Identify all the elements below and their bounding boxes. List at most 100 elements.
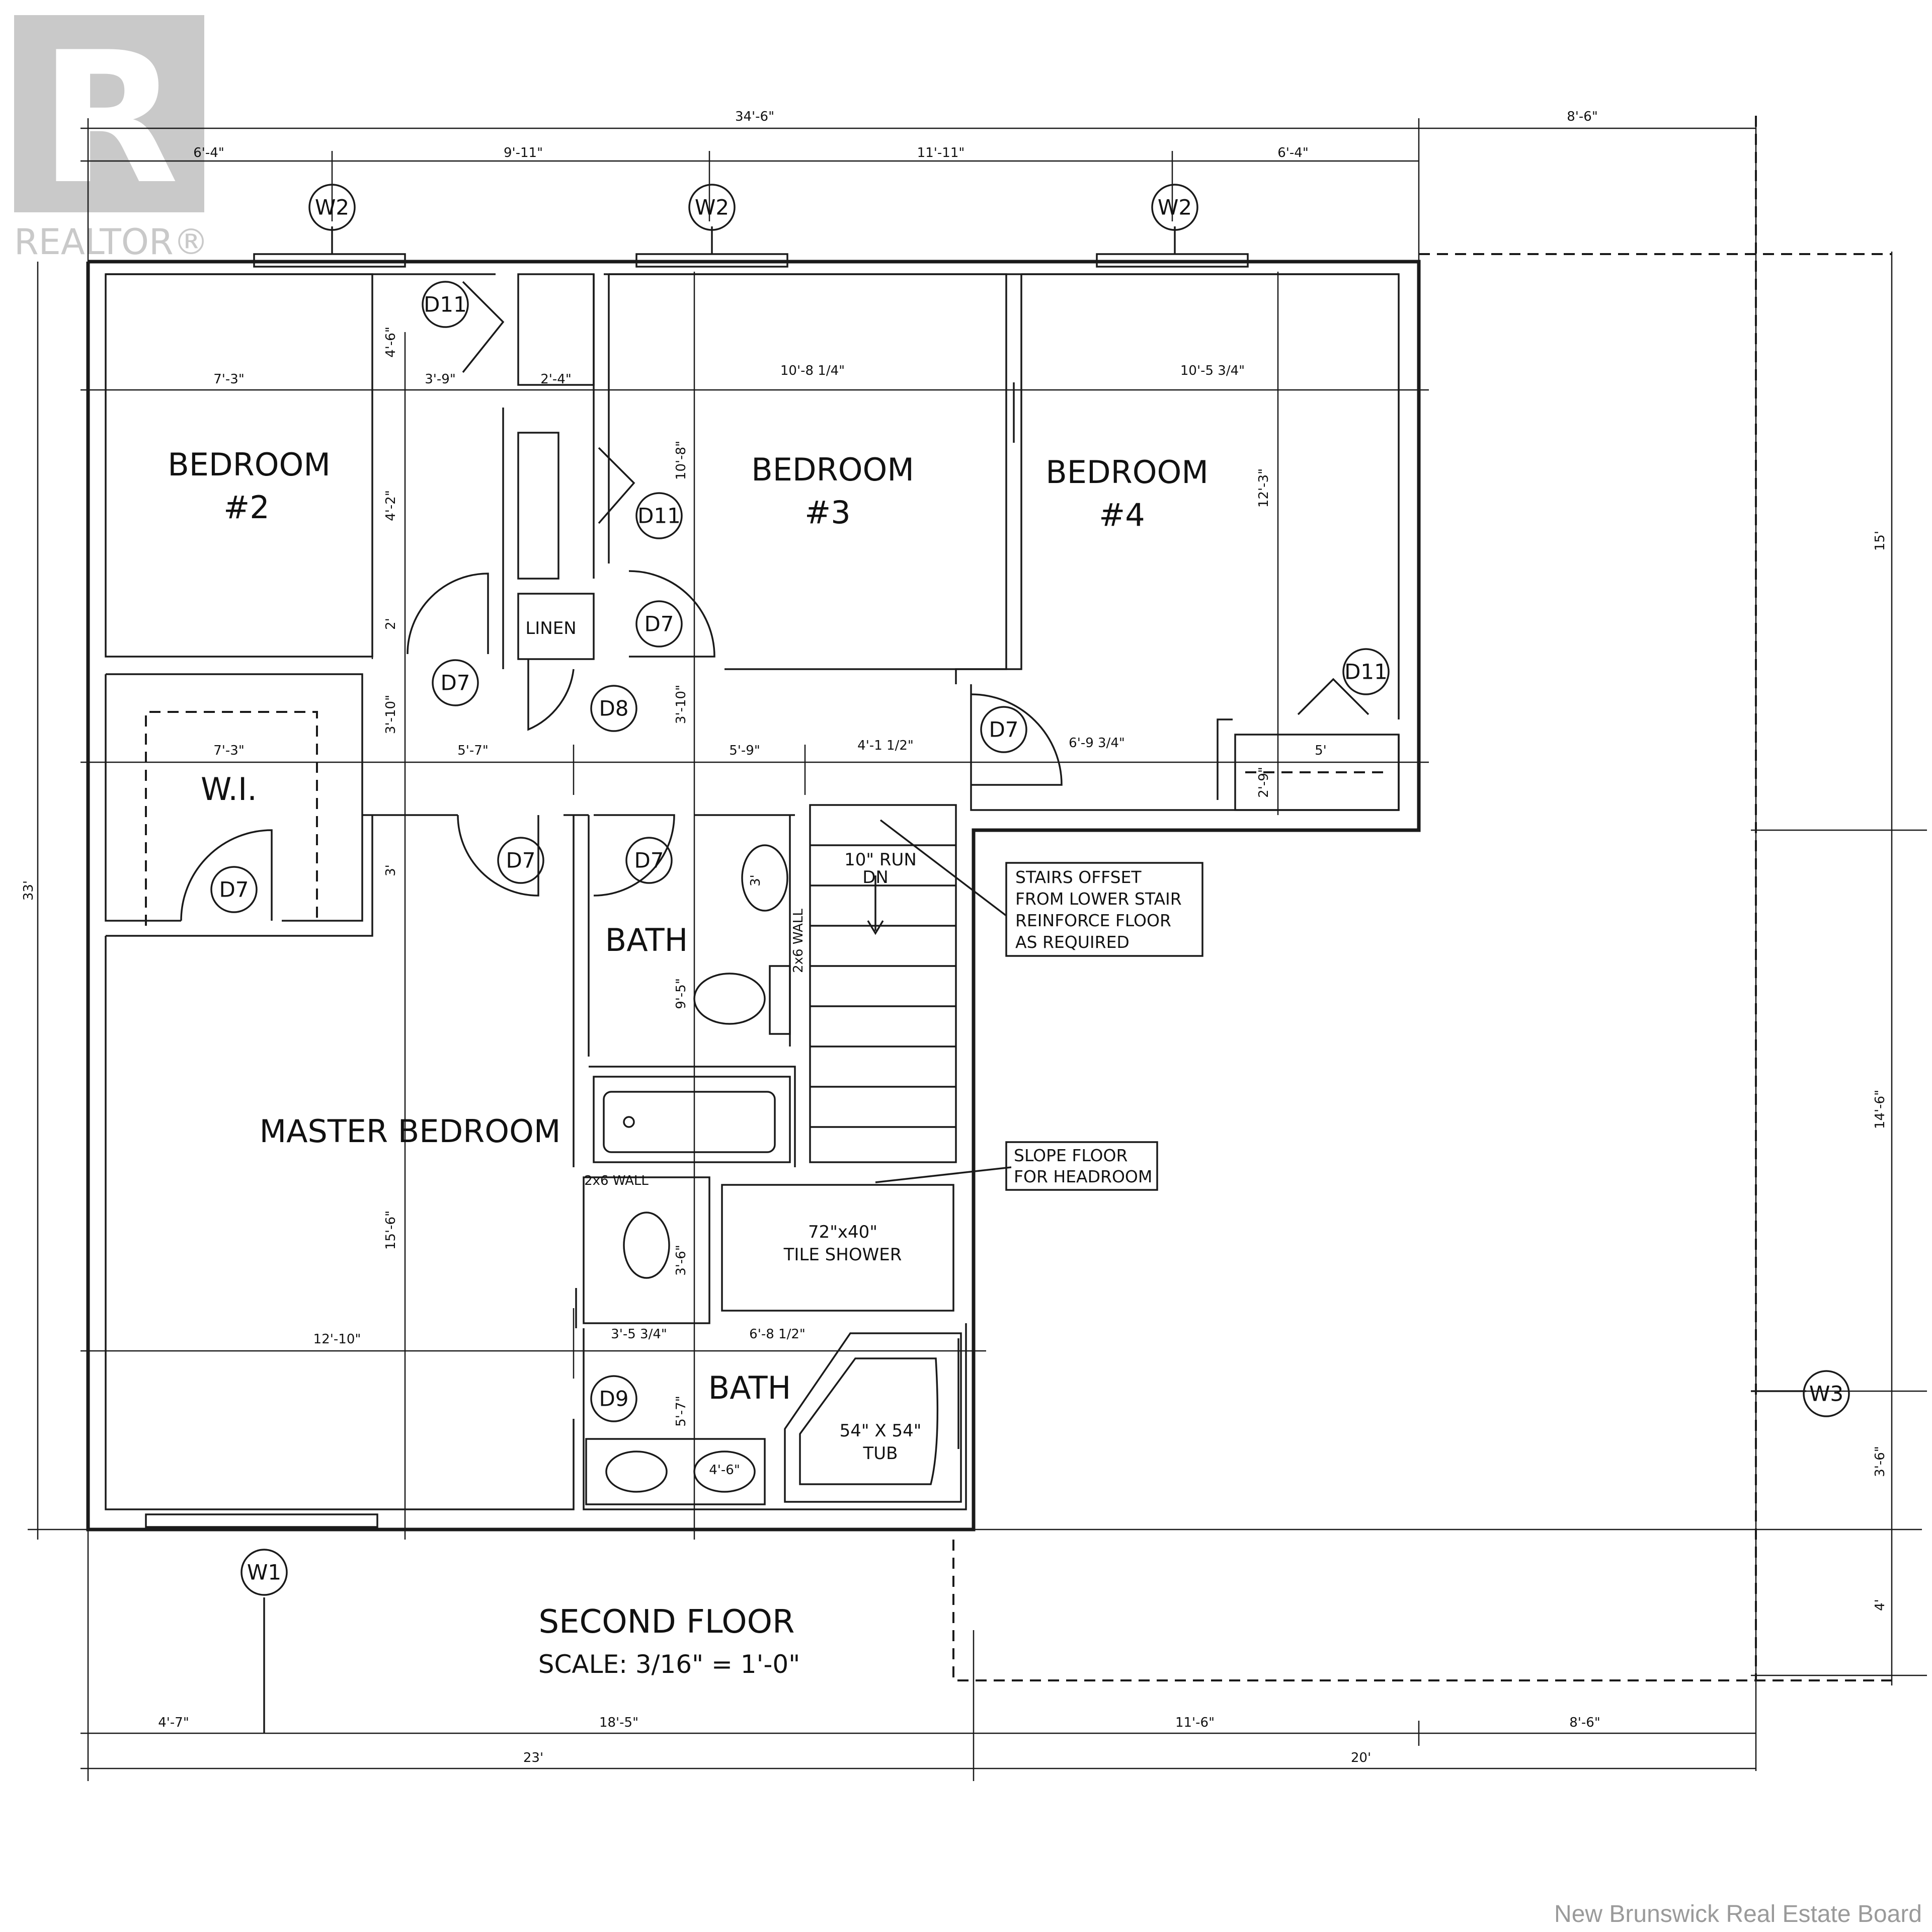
wall-2x6-upper: 2x6 WALL bbox=[791, 909, 806, 973]
dim-bed2-width: 7'-3" bbox=[213, 372, 245, 387]
dim-bottom-3: 11'-6" bbox=[1175, 1715, 1215, 1730]
tag-door-d9: D9 bbox=[599, 1387, 628, 1411]
shower-size: 72"x40" bbox=[808, 1222, 877, 1242]
dim-top-overall: 34'-6" bbox=[735, 109, 774, 124]
stair-treads bbox=[810, 844, 956, 1128]
dim-hall-mid2: 5'-9" bbox=[729, 743, 760, 758]
dim-right-15: 15' bbox=[1873, 531, 1888, 551]
room-bedroom-2-line2: #2 bbox=[223, 489, 269, 526]
wall-2x6-lower: 2x6 WALL bbox=[584, 1173, 649, 1188]
tag-door-d7-a: D7 bbox=[440, 671, 470, 695]
shower-label: TILE SHOWER bbox=[783, 1245, 902, 1265]
tag-door-d7-b: D7 bbox=[644, 612, 674, 636]
dim-bottom-1: 4'-7" bbox=[158, 1715, 189, 1730]
dim-v-310a: 3'-10" bbox=[383, 695, 398, 734]
room-bedroom-4-line2: #4 bbox=[1099, 497, 1145, 533]
walls bbox=[86, 260, 1421, 1532]
room-walk-in: W.I. bbox=[201, 771, 257, 808]
dim-closet-right: 5' bbox=[1315, 743, 1327, 758]
slope-note-line1: SLOPE FLOOR bbox=[1014, 1146, 1128, 1165]
stairs-note-line4: AS REQUIRED bbox=[1015, 932, 1130, 952]
stairs-note-line2: FROM LOWER STAIR bbox=[1015, 889, 1182, 909]
dim-v-57: 5'-7" bbox=[674, 1396, 689, 1427]
vanity-width: 4'-6" bbox=[709, 1463, 740, 1478]
dim-bath-mid2: 6'-8 1/2" bbox=[749, 1327, 806, 1342]
windows bbox=[145, 253, 1249, 1528]
room-bedroom-2-line1: BEDROOM bbox=[168, 446, 331, 483]
tub-size: 54" X 54" bbox=[840, 1421, 922, 1441]
dim-v-36a: 3'-6" bbox=[674, 1245, 689, 1276]
tag-window-w2-c: W2 bbox=[1158, 195, 1192, 220]
dim-bed4-mid: 6'-9 3/4" bbox=[1069, 736, 1125, 751]
room-master-bedroom: MASTER BEDROOM bbox=[260, 1113, 561, 1150]
realtor-logo: R REALTOR® bbox=[14, 13, 209, 263]
plan-scale: SCALE: 3/16" = 1'-0" bbox=[538, 1650, 800, 1679]
stairs-note-line3: REINFORCE FLOOR bbox=[1015, 911, 1171, 930]
tag-door-d11-b: D11 bbox=[637, 504, 681, 528]
dim-v-2: 2' bbox=[383, 618, 398, 630]
tag-door-d7-f: D7 bbox=[219, 877, 249, 902]
room-bath-lower: BATH bbox=[708, 1370, 791, 1406]
dim-right-146: 14'-6" bbox=[1873, 1090, 1888, 1129]
realtor-logo-text: REALTOR® bbox=[14, 221, 209, 263]
tag-door-d11-c: D11 bbox=[1344, 660, 1388, 684]
stairs-dn: DN bbox=[862, 867, 889, 888]
tag-door-d7-e: D7 bbox=[634, 848, 664, 873]
dimension-lines bbox=[28, 118, 1927, 1781]
room-bedroom-3-line1: BEDROOM bbox=[751, 451, 914, 488]
tag-door-d11-a: D11 bbox=[424, 292, 467, 317]
slope-note-leader bbox=[875, 1166, 1012, 1183]
dim-bed4-width: 10'-5 3/4" bbox=[1180, 363, 1245, 378]
tags: W2 W2 W2 W1 W3 D11 D11 D11 D7 D7 D7 D7 D… bbox=[210, 184, 1850, 1733]
dim-top-right: 8'-6" bbox=[1567, 109, 1598, 124]
realtor-logo-letter: R bbox=[39, 13, 179, 224]
dim-bath-mid: 3'-5 3/4" bbox=[611, 1327, 667, 1342]
dim-v-3: 3' bbox=[383, 864, 398, 876]
dim-master-width: 12'-10" bbox=[313, 1332, 361, 1347]
dim-v-29: 2'-9" bbox=[1256, 767, 1271, 798]
footer-attribution: New Brunswick Real Estate Board bbox=[1554, 1901, 1922, 1927]
dim-bottom-20: 20' bbox=[1351, 1750, 1371, 1765]
room-linen: LINEN bbox=[525, 618, 576, 638]
room-bedroom-3-line2: #3 bbox=[804, 494, 850, 531]
tag-window-w1: W1 bbox=[247, 1560, 281, 1585]
notes: STAIRS OFFSET FROM LOWER STAIR REINFORCE… bbox=[1005, 862, 1203, 1191]
dim-hall-top: 3'-9" bbox=[425, 372, 456, 387]
dim-bed3-width: 10'-8 1/4" bbox=[780, 363, 845, 378]
dim-closet-top: 2'-4" bbox=[540, 372, 572, 387]
dim-bottom-23: 23' bbox=[523, 1750, 543, 1765]
dim-v-42: 4'-2" bbox=[383, 490, 398, 521]
dim-right-4: 4' bbox=[1873, 1599, 1888, 1611]
dim-v-123: 12'-3" bbox=[1256, 468, 1271, 508]
dim-hall-mid3: 4'-1 1/2" bbox=[857, 738, 914, 753]
dim-top-3: 11'-11" bbox=[917, 145, 965, 160]
dim-v-46: 4'-6" bbox=[383, 327, 398, 358]
slope-note-box bbox=[1005, 1141, 1158, 1191]
tag-window-w2-b: W2 bbox=[695, 195, 729, 220]
tag-window-w3: W3 bbox=[1809, 1382, 1843, 1406]
dim-hall-mid: 5'-7" bbox=[457, 743, 489, 758]
tag-window-w2-a: W2 bbox=[315, 195, 349, 220]
dim-v-310b: 3'-10" bbox=[674, 685, 689, 724]
tag-door-d7-c: D7 bbox=[989, 717, 1018, 742]
tag-door-d7-d: D7 bbox=[506, 848, 535, 873]
stairs-note-leader bbox=[879, 819, 1007, 917]
dim-top-4: 6'-4" bbox=[1277, 145, 1309, 160]
room-bedroom-4-line1: BEDROOM bbox=[1045, 454, 1209, 491]
dim-v-156: 15'-6" bbox=[383, 1211, 398, 1250]
room-bath-upper: BATH bbox=[605, 922, 688, 958]
tag-door-d8: D8 bbox=[599, 696, 628, 721]
dim-bottom-4: 8'-6" bbox=[1569, 1715, 1600, 1730]
slope-note-line2: FOR HEADROOM bbox=[1014, 1167, 1152, 1186]
door-swings bbox=[180, 281, 1370, 921]
stairs-run: 10" RUN bbox=[844, 850, 917, 870]
dimension-labels: 34'-6" 8'-6" 6'-4" 9'-11" 11'-11" 6'-4" … bbox=[21, 109, 1888, 1765]
plan-title: SECOND FLOOR bbox=[538, 1603, 794, 1641]
dim-right-36: 3'-6" bbox=[1873, 1446, 1888, 1477]
dim-v-95: 9'-5" bbox=[674, 978, 689, 1009]
tub-label: TUB bbox=[863, 1443, 898, 1464]
stairs-note-box bbox=[1005, 862, 1203, 957]
dim-wi-width: 7'-3" bbox=[213, 743, 245, 758]
dim-left-overall: 33' bbox=[21, 880, 36, 901]
